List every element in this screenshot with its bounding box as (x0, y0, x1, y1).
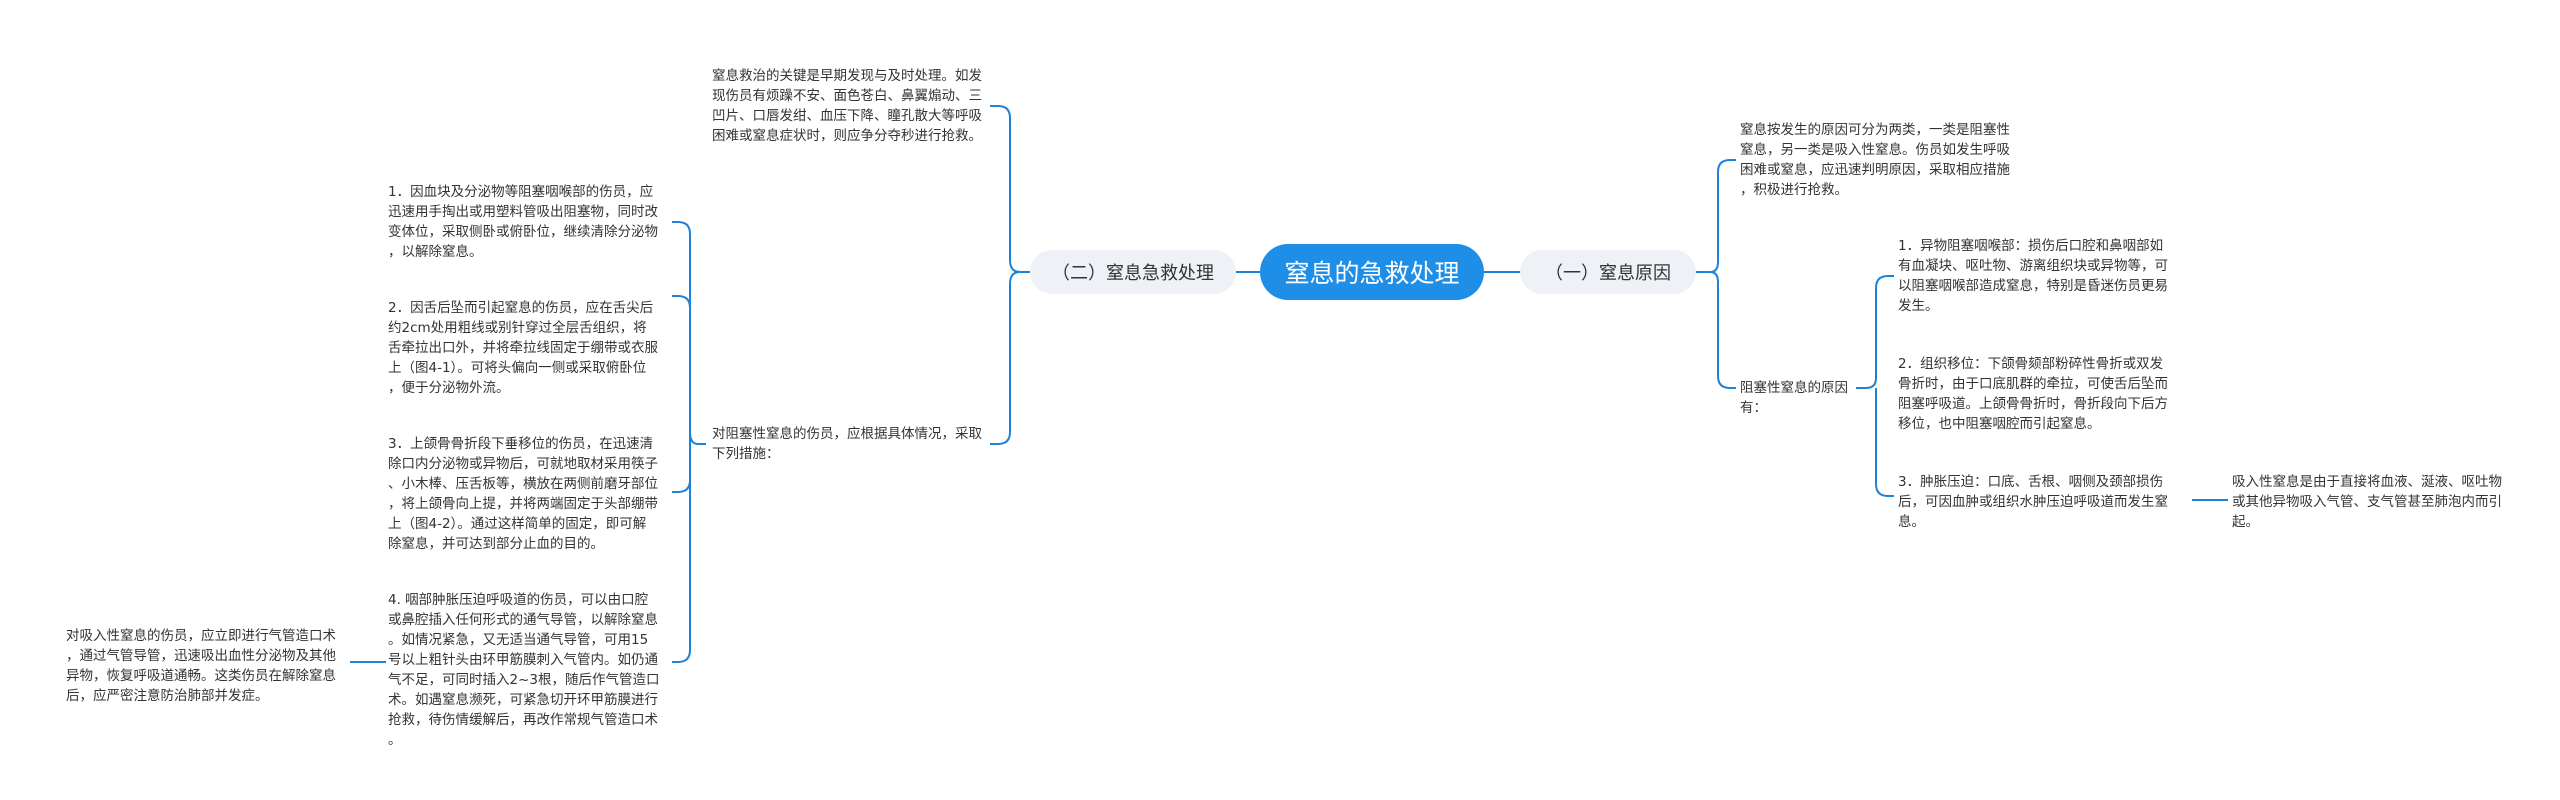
obstructive-treatment-label: 对阻塞性窒息的伤员，应根据具体情况，采取 下列措施： (712, 426, 982, 462)
obstructive-causes-label: 阻塞性窒息的原因有： (1740, 380, 1848, 416)
connector-right-obstructive (1709, 271, 1736, 389)
connector-right-intro (1696, 159, 1736, 273)
root-node[interactable]: 窒息的急救处理 (1260, 244, 1484, 300)
obstructive-cause-item-2: 2．组织移位：下颌骨颏部粉碎性骨折或双发 骨折时，由于口底肌群的牵拉，可使舌后坠… (1898, 356, 2168, 432)
causes-intro-text: 窒息按发生的原因可分为两类，一类是阻塞性 窒息，另一类是吸入性窒息。伤员如发生呼… (1740, 122, 2010, 198)
obstructive-cause-item-3: 3．肿胀压迫：口底、舌根、咽侧及颈部损伤 后，可因血肿或组织水肿压迫呼吸道而发生… (1898, 474, 2168, 530)
branch-causes[interactable]: （一）窒息原因 (1520, 250, 1696, 294)
inhalation-treatment-text: 对吸入性窒息的伤员，应立即进行气管造口术 ，通过气管导管，迅速吸出血性分泌物及其… (66, 628, 336, 704)
obstructive-treatment-item-4: 4. 咽部肿胀压迫呼吸道的伤员，可以由口腔 或鼻腔插入任何形式的通气导管，以解除… (388, 592, 660, 748)
obstructive-treatment-item-3: 3．上颌骨骨折段下垂移位的伤员，在迅速清 除口内分泌物或异物后，可就地取材采用筷… (388, 436, 658, 552)
obstructive-treatment-item-1: 1．因血块及分泌物等阻塞咽喉部的伤员，应 迅速用手掏出或用塑料管吸出阻塞物，同时… (388, 184, 658, 260)
connector-left-obstructive (990, 271, 1021, 445)
connector-left-obstructive-items (672, 221, 706, 663)
obstructive-treatment-item-2: 2．因舌后坠而引起窒息的伤员，应在舌尖后 约2cm处用粗线或别针穿过全层舌组织，… (388, 300, 658, 396)
connector-obstructive-items (1856, 275, 1894, 497)
treatment-key-point-text: 窒息救治的关键是早期发现与及时处理。如发 现伤员有烦躁不安、面色苍白、鼻翼煽动、… (712, 68, 982, 144)
inhalation-cause-text: 吸入性窒息是由于直接将血液、涎液、呕吐物 或其他异物吸入气管、支气管甚至肺泡内而… (2232, 474, 2502, 530)
connector-left-key (990, 105, 1030, 273)
branch-emergency-treatment[interactable]: （二）窒息急救处理 (1030, 250, 1236, 294)
obstructive-cause-item-1: 1．异物阻塞咽喉部：损伤后口腔和鼻咽部如 有血凝块、呕吐物、游离组织块或异物等，… (1898, 238, 2168, 314)
